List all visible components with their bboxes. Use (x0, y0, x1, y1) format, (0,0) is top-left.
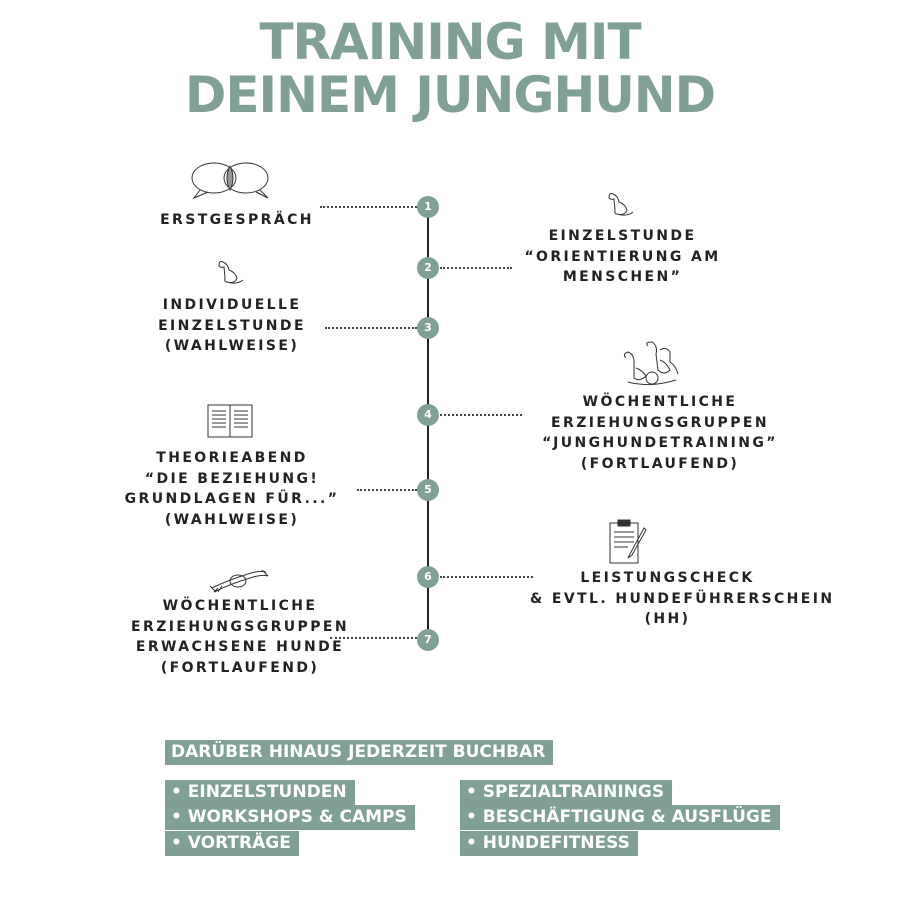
label-line: & EVTL. HUNDEFÜHRERSCHEIN (530, 590, 835, 607)
label-line: WÖCHENTLICHE (582, 394, 738, 410)
extras-item: • WORKSHOPS & CAMPS (165, 805, 415, 830)
step-label-2: EINZELSTUNDE “ORIENTIERUNG AM MENSCHEN” (500, 226, 745, 288)
label-line: MENSCHEN” (562, 269, 683, 285)
label-line: ERSTGESPRÄCH (160, 212, 314, 228)
label-line: GRUNDLAGEN FÜR...” (124, 491, 340, 507)
label-line: EINZELSTUNDE (548, 228, 697, 244)
connector-5 (357, 489, 417, 491)
label-line: “ORIENTIERUNG AM (524, 248, 721, 265)
step-label-4: WÖCHENTLICHE ERZIEHUNGSGRUPPEN “JUNGHUND… (540, 392, 780, 474)
clipboard-icon (609, 519, 647, 564)
label-line: ERZIEHUNGSGRUPPEN (131, 618, 349, 635)
label-line: THEORIEABEND (156, 450, 308, 466)
label-line: (WAHLWEISE) (164, 338, 300, 354)
label-line: (WAHLWEISE) (164, 511, 300, 528)
extras-item: • VORTRÄGE (165, 831, 299, 856)
label-line: ERZIEHUNGSGRUPPEN (551, 414, 769, 431)
sitting-dog-icon (218, 261, 244, 284)
step-label-1: ERSTGESPRÄCH (137, 210, 337, 231)
extras-item: • HUNDEFITNESS (460, 831, 638, 856)
dog-toy-icon (209, 569, 269, 593)
step-label-6: LEISTUNGSCHECK & EVTL. HUNDEFÜHRERSCHEIN… (530, 568, 835, 630)
title-line-1: TRAINING MIT (259, 13, 641, 71)
connector-7 (330, 637, 417, 639)
connector-2 (440, 267, 512, 269)
title-line-2: DEINEM JUNGHUND (184, 66, 716, 124)
open-book-icon (207, 404, 253, 438)
label-line: EINZELSTUNDE (158, 317, 306, 334)
step-label-7: WÖCHENTLICHE ERZIEHUNGSGRUPPEN ERWACHSEN… (115, 596, 365, 678)
step-node-5: 5 (417, 479, 439, 501)
connector-4 (440, 414, 522, 416)
label-line: WÖCHENTLICHE (162, 598, 318, 614)
sitting-dog-icon (608, 193, 634, 216)
connector-6 (440, 576, 533, 578)
label-line: ERWACHSENE HUNDE (135, 639, 345, 655)
step-label-3: INDIVIDUELLE EINZELSTUNDE (WAHLWEISE) (132, 295, 332, 357)
extras-item: • BESCHÄFTIGUNG & AUSFLÜGE (460, 805, 780, 830)
label-line: (HH) (644, 611, 691, 627)
step-node-6: 6 (417, 566, 439, 588)
label-line: (FORTLAUFEND) (580, 455, 740, 472)
step-node-1: 1 (417, 196, 439, 218)
step-node-7: 7 (417, 629, 439, 651)
label-line: LEISTUNGSCHECK (580, 570, 755, 586)
label-line: “DIE BEZIEHUNG! (144, 470, 320, 487)
extras-item: • SPEZIALTRAININGS (460, 780, 673, 805)
dog-group-icon (623, 341, 679, 386)
step-node-3: 3 (417, 317, 439, 339)
connector-1 (320, 206, 417, 208)
extras-item: • EINZELSTUNDEN (165, 780, 355, 805)
step-node-2: 2 (417, 257, 439, 279)
label-line: (FORTLAUFEND) (160, 659, 320, 676)
step-label-5: THEORIEABEND “DIE BEZIEHUNG! GRUNDLAGEN … (112, 448, 352, 530)
connector-3 (325, 327, 417, 329)
speech-bubbles-icon (191, 162, 269, 200)
extras-heading: DARÜBER HINAUS JEDERZEIT BUCHBAR (165, 740, 554, 765)
step-node-4: 4 (417, 404, 439, 426)
label-line: INDIVIDUELLE (162, 297, 302, 313)
label-line: “JUNGHUNDETRAINING” (542, 435, 778, 451)
